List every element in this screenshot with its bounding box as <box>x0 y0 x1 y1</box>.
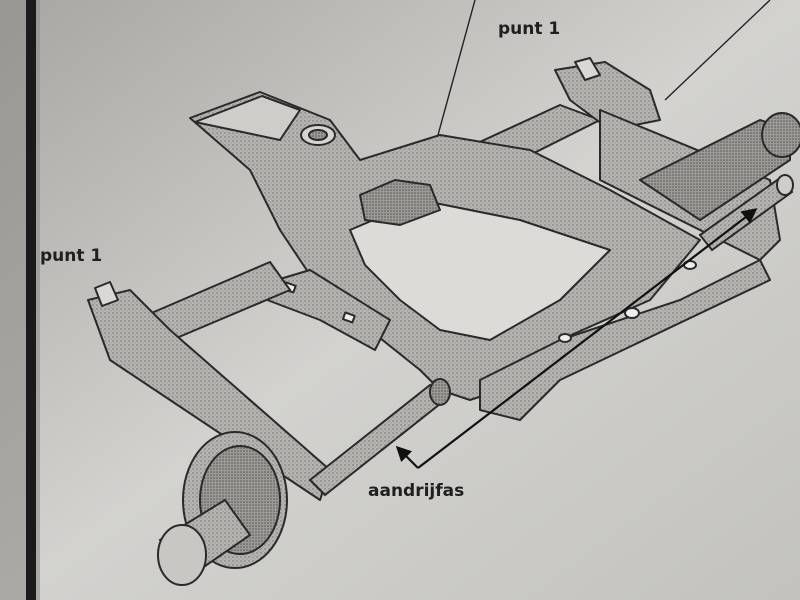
bracket-hole-2 <box>341 311 356 324</box>
right-hub <box>761 112 800 158</box>
frame-opening <box>349 199 611 341</box>
center-hump <box>359 179 441 226</box>
top-plate <box>194 95 301 141</box>
arrow-to-front-shaft <box>417 208 758 469</box>
shaft-arrows <box>395 208 758 469</box>
leader-lines <box>437 0 771 136</box>
page-border-line <box>26 0 36 600</box>
hub-stub <box>157 524 207 586</box>
arrow-to-rear-shaft <box>395 445 419 469</box>
leader-line-punt-top <box>437 0 476 136</box>
label-punt-1-left: punt 1 <box>40 246 103 266</box>
label-punt-1-top: punt 1 <box>498 19 561 39</box>
right-upper-mount <box>554 61 661 131</box>
left-wheel-hub <box>157 431 288 586</box>
label-aandrijfas: aandrijfas <box>368 481 465 501</box>
right-lower-mount <box>479 259 771 421</box>
leader-line-punt-right <box>664 0 771 101</box>
